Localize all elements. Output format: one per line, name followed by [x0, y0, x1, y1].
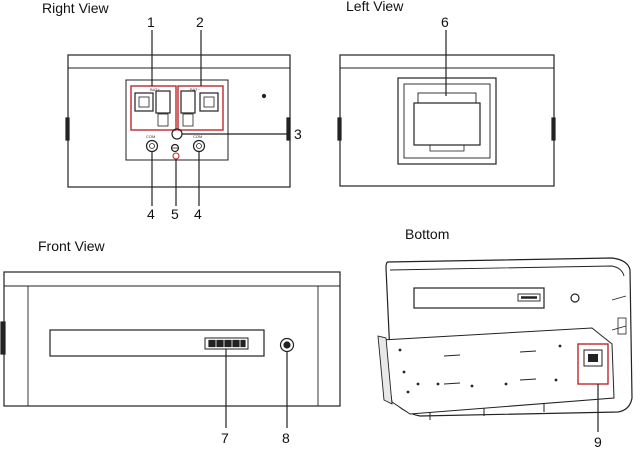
battery-terminal-1b — [155, 90, 171, 114]
bottom-access-port — [583, 349, 603, 367]
battery-terminal-1a — [134, 92, 154, 112]
bottom-side-panel — [611, 295, 627, 335]
bottom-view-run-indicator — [570, 293, 580, 303]
right-view-handle-left — [65, 117, 70, 141]
callout-6: 6 — [441, 14, 449, 30]
bottom-plate-flange — [377, 335, 393, 405]
bat-label-2: BAT− — [190, 87, 200, 92]
hole-3 — [406, 390, 410, 394]
com-port-right-inner — [196, 143, 202, 149]
battery-port-group-1-highlight — [130, 85, 177, 131]
callout-7: 7 — [221, 430, 229, 446]
right-view-handle-right — [286, 117, 291, 141]
left-view — [337, 30, 556, 187]
callout-4-left: 4 — [147, 206, 155, 222]
hole-5 — [436, 382, 440, 386]
callout-9: 9 — [594, 434, 602, 450]
callout-1: 1 — [147, 14, 155, 30]
hole-7 — [504, 382, 508, 386]
side-line-2 — [611, 325, 627, 331]
side-port — [617, 317, 627, 335]
callout-4-right: 4 — [194, 206, 202, 222]
run-indicator-inner — [283, 341, 291, 349]
soc-led-5 — [240, 339, 246, 348]
soc-led-2 — [216, 339, 224, 348]
com-label-right: COM — [193, 134, 202, 139]
battery-terminal-2b — [199, 92, 219, 112]
soc-led-3 — [224, 339, 232, 348]
soc-led-4 — [232, 339, 240, 348]
front-view-panel — [49, 329, 265, 357]
battery-terminal-1a-inner — [138, 96, 150, 108]
bottom-view-top-edge — [389, 265, 625, 277]
run-indicator-outer — [279, 337, 295, 353]
right-view-screw — [261, 93, 267, 99]
callout-3: 3 — [294, 126, 302, 142]
callout-2: 2 — [196, 14, 204, 30]
bottom-access-port-connector — [588, 354, 598, 362]
right-view-title: Right View — [42, 0, 109, 16]
bottom-view-front-panel — [413, 287, 545, 309]
com-label-left: COM — [146, 134, 155, 139]
slot-2 — [519, 350, 537, 353]
com-port-left-inner — [149, 143, 155, 149]
right-view: BAT+ BAT− COM COM — [65, 30, 291, 206]
hole-8 — [554, 378, 558, 382]
slot-1 — [443, 354, 461, 357]
hole-4 — [416, 382, 420, 386]
bottom-view — [377, 257, 633, 432]
mounting-holes — [398, 344, 562, 394]
mounting-slots — [443, 350, 537, 385]
left-view-handle-left — [337, 117, 342, 141]
power-switch-frame — [403, 83, 491, 159]
slot-4 — [519, 378, 537, 381]
left-view-handle — [551, 117, 556, 141]
front-view-handle — [0, 321, 6, 355]
front-view — [0, 271, 341, 428]
front-view-title: Front View — [38, 238, 105, 254]
bat-label-1: BAT+ — [150, 87, 160, 92]
power-switch-housing — [397, 77, 497, 165]
battery-terminal-1b-plug — [157, 113, 169, 127]
bottom-view-title: Bottom — [405, 226, 450, 242]
battery-terminal-2b-inner — [203, 96, 215, 108]
soc-led-1 — [208, 339, 216, 348]
callout-8: 8 — [282, 430, 290, 446]
bottom-feet — [429, 404, 545, 420]
battery-terminal-2a-plug — [182, 113, 194, 127]
callout-5: 5 — [171, 206, 179, 222]
dip-switch — [170, 143, 180, 153]
battery-terminal-2a — [180, 90, 196, 114]
hole-9 — [558, 344, 562, 348]
bottom-access-port-highlight — [577, 343, 609, 385]
hole-2 — [402, 370, 406, 374]
slot-3 — [443, 382, 461, 385]
hole-6 — [470, 384, 474, 388]
side-line-1 — [611, 295, 627, 301]
power-switch-latch — [429, 144, 465, 152]
left-view-title: Left View — [346, 0, 404, 14]
power-switch-cover — [413, 102, 481, 146]
bottom-view-soc — [517, 293, 541, 302]
hole-1 — [398, 348, 402, 352]
